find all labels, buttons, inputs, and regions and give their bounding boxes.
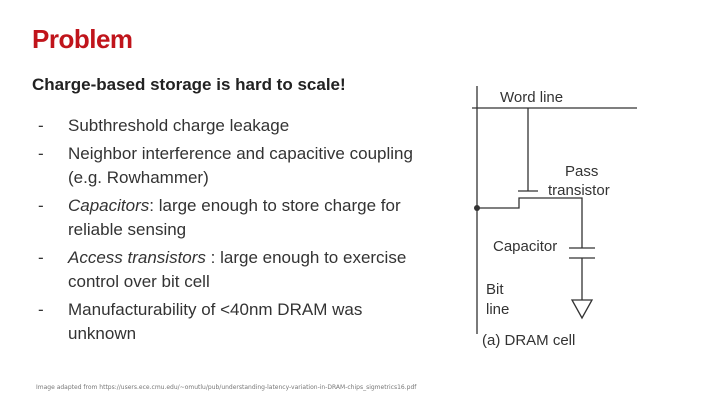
image-source-caption: Image adapted from https://users.ece.cmu… (36, 384, 417, 391)
word-line-label: Word line (500, 89, 563, 106)
bullet-item: - Neighbor interference and capacitive c… (32, 142, 432, 190)
line-label: line (486, 301, 509, 318)
ground-icon (570, 299, 594, 320)
slide-subtitle: Charge-based storage is hard to scale! (32, 75, 346, 94)
bullet-text: Subthreshold charge leakage (68, 116, 290, 135)
bit-label: Bit (486, 281, 504, 298)
bullet-emphasis: Capacitors (68, 196, 150, 215)
bullet-item: - Manufacturability of <40nm DRAM was un… (32, 298, 432, 346)
bullet-dash: - (38, 248, 44, 267)
bullet-text: Manufacturability of <40nm DRAM was unkn… (68, 300, 363, 343)
transistor-channel (477, 197, 583, 209)
bullet-dash: - (38, 144, 44, 163)
bullet-item: - Capacitors: large enough to store char… (32, 194, 432, 242)
diagram-caption: (a) DRAM cell (482, 332, 575, 349)
capacitor-label: Capacitor (493, 238, 557, 255)
bullet-list: - Subthreshold charge leakage - Neighbor… (32, 114, 432, 350)
bullet-text: Neighbor interference and capacitive cou… (68, 144, 413, 187)
slide-title: Problem (32, 24, 133, 54)
bullet-item: - Subthreshold charge leakage (32, 114, 432, 138)
pass-label: Pass (565, 163, 598, 180)
bullet-item: - Access transistors : large enough to e… (32, 246, 432, 294)
bullet-text: : large enough to exercise control over … (68, 248, 407, 291)
bullet-text: : large enough to store charge for relia… (68, 196, 401, 239)
bullet-dash: - (38, 196, 44, 215)
bullet-emphasis: Access transistors (68, 248, 206, 267)
dram-cell-diagram: Word line Pass transistor Capacitor Bit … (472, 86, 637, 349)
bullet-dash: - (38, 300, 44, 319)
bullet-dash: - (38, 116, 44, 135)
bit-line-junction (474, 205, 480, 211)
transistor-label: transistor (548, 182, 610, 199)
